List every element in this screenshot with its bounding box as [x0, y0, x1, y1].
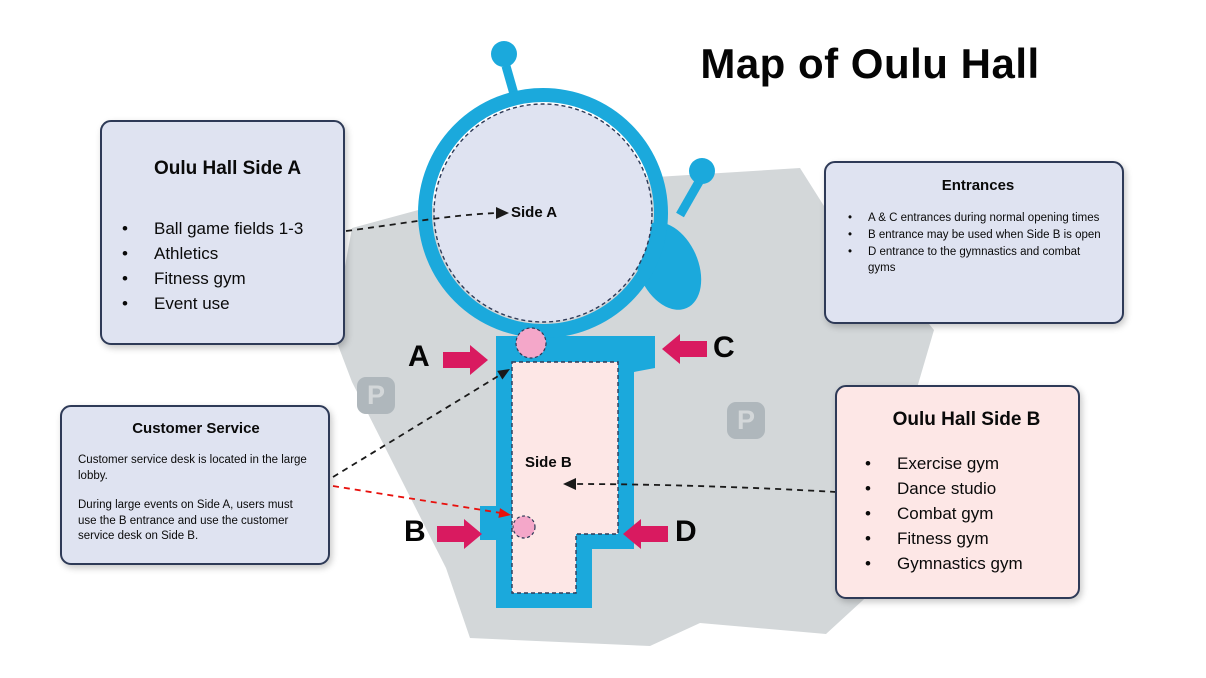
entrance-c-arrow — [662, 334, 707, 364]
list-item: Fitness gym — [865, 526, 1068, 551]
entrance-c-label: C — [713, 331, 735, 364]
right-knob — [689, 158, 715, 184]
top-knob — [491, 41, 517, 67]
side-a-callout-line — [345, 212, 497, 232]
list-item: Gymnastics gym — [865, 551, 1068, 576]
side-a-callout-arrowhead — [496, 207, 509, 219]
entrance-d-arrow — [623, 519, 668, 549]
list-item: D entrance to the gymnastics and combat … — [848, 244, 1108, 276]
list-item: Athletics — [122, 241, 333, 266]
side-b-box-title: Oulu Hall Side B — [892, 409, 1041, 430]
entrance-b-arrow — [437, 519, 482, 549]
page-title: Map of Oulu Hall — [700, 40, 1040, 87]
list-item: Exercise gym — [865, 451, 1068, 476]
side-b-callout-line — [575, 483, 837, 493]
entrances-list: A & C entrances during normal opening ti… — [848, 210, 1108, 276]
list-item: Fitness gym — [122, 266, 333, 291]
side-b-callout-arrowhead — [563, 478, 576, 490]
list-item: Dance studio — [865, 476, 1068, 501]
entrance-b-dot — [512, 515, 536, 539]
side-b-label: Side B — [525, 454, 572, 471]
customer-service-paragraph: Customer service desk is located in the … — [78, 454, 307, 482]
top-knob-stem — [501, 64, 519, 96]
side-b-info-box: Oulu Hall Side B Exercise gym Dance stud… — [835, 385, 1080, 599]
side-a-label: Side A — [511, 204, 558, 221]
side-a-interior — [433, 103, 653, 323]
entrance-a-label: A — [408, 340, 430, 373]
list-item: B entrance may be used when Side B is op… — [848, 227, 1108, 243]
right-knob-stem — [676, 177, 704, 218]
side-a-box-title: Oulu Hall Side A — [153, 158, 302, 179]
list-item: Ball game fields 1-3 — [122, 216, 333, 241]
side-a-ring — [418, 88, 668, 338]
parking-icon: P — [727, 402, 765, 439]
customer-service-paragraph: During large events on Side A, users mus… — [78, 499, 293, 542]
customer-service-info-box: Customer Service Customer service desk i… — [60, 405, 330, 565]
entrance-b-label: B — [404, 515, 426, 548]
customer-service-lobby-arrowhead — [497, 369, 510, 380]
entrances-box-title: Entrances — [941, 177, 1015, 194]
side-b-interior — [511, 361, 619, 594]
side-b-feature-list: Exercise gym Dance studio Combat gym Fit… — [865, 451, 1068, 576]
entrance-d-label: D — [675, 515, 697, 548]
side-a-info-box: Oulu Hall Side A Ball game fields 1-3 At… — [100, 120, 345, 345]
side-a-feature-list: Ball game fields 1-3 Athletics Fitness g… — [122, 216, 333, 316]
entrance-a-arrow — [443, 345, 488, 375]
parking-icon: P — [357, 377, 395, 414]
list-item: Combat gym — [865, 501, 1068, 526]
list-item: Event use — [122, 291, 333, 316]
entrances-info-box: Entrances A & C entrances during normal … — [824, 161, 1124, 324]
list-item: A & C entrances during normal opening ti… — [848, 210, 1108, 226]
customer-service-b-arrowhead — [498, 508, 511, 518]
customer-service-box-title: Customer Service — [132, 420, 260, 437]
entrance-b-tab — [480, 506, 498, 540]
lobby-dot — [515, 327, 547, 359]
